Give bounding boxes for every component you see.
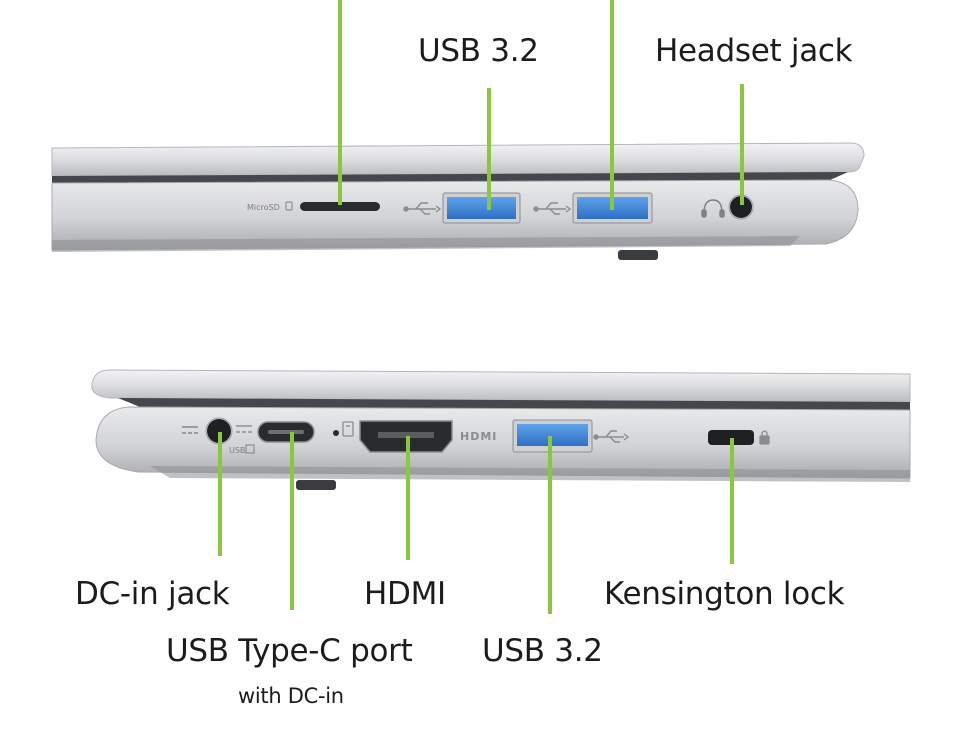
usb-port-top-1-tongue bbox=[447, 197, 516, 219]
usb-small-engraving: USB bbox=[229, 446, 245, 455]
label-with-dc-in: with DC-in bbox=[238, 684, 344, 708]
dc-in-jack-port bbox=[207, 419, 231, 443]
bottom-foot bbox=[296, 480, 336, 490]
headset-icon bbox=[701, 199, 725, 218]
usb-icon bbox=[403, 202, 442, 215]
bottom-gap bbox=[118, 398, 910, 410]
dc-power-icon bbox=[182, 426, 198, 434]
top-lid bbox=[51, 142, 865, 177]
label-kensington-lock: Kensington lock bbox=[604, 576, 845, 612]
headset-jack-port bbox=[730, 196, 752, 218]
label-usb-type-c: USB Type-C port bbox=[166, 633, 413, 669]
leader-lines bbox=[218, 0, 744, 614]
hdmi-logo-engraving: HDMI bbox=[460, 430, 497, 443]
top-underside bbox=[52, 236, 800, 252]
usb-icon bbox=[533, 202, 572, 215]
dc-power-icon bbox=[236, 425, 252, 433]
label-headset-jack: Headset jack bbox=[655, 33, 853, 69]
kensington-lock-slot bbox=[708, 430, 754, 445]
lock-icon bbox=[759, 430, 770, 445]
label-dc-in-jack: DC-in jack bbox=[75, 576, 230, 612]
top-foot bbox=[618, 250, 658, 260]
hdmi-port-tongue bbox=[378, 432, 434, 438]
bottom-lid bbox=[91, 369, 911, 403]
usb-port-bottom-tongue bbox=[517, 424, 588, 446]
sd-card-icon bbox=[285, 201, 293, 211]
microsd-engraving: MicroSD bbox=[247, 203, 280, 212]
label-usb32-bottom: USB 3.2 bbox=[482, 633, 603, 669]
label-hdmi: HDMI bbox=[364, 576, 446, 612]
usb-small-box bbox=[245, 444, 255, 454]
bottom-underside bbox=[150, 466, 910, 482]
display-icon bbox=[342, 421, 354, 437]
usb-icon bbox=[593, 430, 630, 443]
microsd-slot bbox=[300, 202, 380, 211]
usb-type-c-tongue bbox=[268, 430, 304, 434]
label-usb32-top: USB 3.2 bbox=[418, 33, 539, 69]
status-led bbox=[333, 430, 339, 436]
